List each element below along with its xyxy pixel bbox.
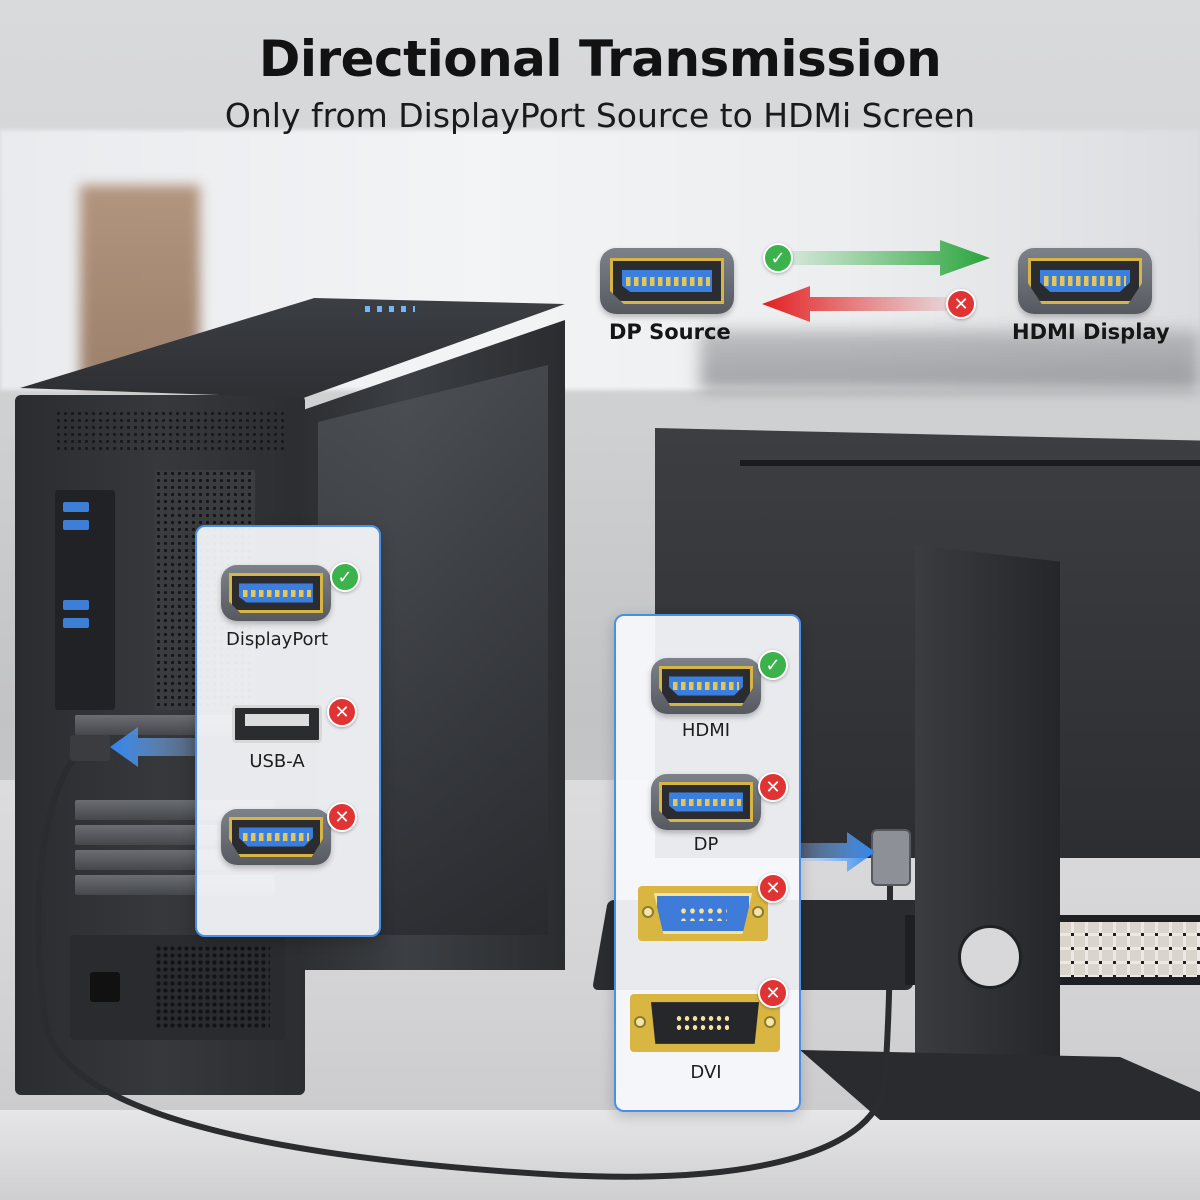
usb-port [63, 520, 89, 530]
pc-tower-leds [365, 306, 415, 312]
desk-edge [0, 1110, 1200, 1200]
usb-port [63, 502, 89, 512]
hdmi-port-icon [651, 658, 761, 714]
power-supply-fan-grid [155, 945, 270, 1030]
plug-arrow-display-icon [800, 832, 875, 872]
usb-a-port-icon [232, 705, 322, 743]
port-label-dp: DP [693, 834, 719, 855]
check-icon: ✓ [763, 243, 793, 273]
reverse-arrow-icon [762, 286, 962, 322]
cross-icon: ✕ [758, 978, 788, 1008]
usb-port [63, 600, 89, 610]
background-shelf [700, 330, 1200, 390]
displayport-port-icon [651, 774, 761, 830]
hdmi-display-connector-icon [1018, 248, 1152, 314]
page-title: Directional Transmission [258, 30, 942, 88]
display-port-panel: ✓ HDMI ✕ DP ✕ ✕ DVI [614, 614, 801, 1112]
dp-source-connector-icon [600, 248, 734, 314]
monitor-vent-slot [740, 460, 1200, 466]
check-icon: ✓ [758, 650, 788, 680]
power-socket [90, 972, 120, 1002]
monitor-stand [915, 545, 1060, 1100]
monitor-stand-cable-hole [958, 925, 1022, 989]
cross-icon: ✕ [758, 772, 788, 802]
displayport-port-icon [221, 565, 331, 621]
port-label-hdmi: HDMI [681, 720, 731, 741]
vga-port-icon [638, 886, 768, 941]
hdmi-display-label: HDMI Display [1012, 320, 1170, 344]
cross-icon: ✕ [327, 802, 357, 832]
pc-tower-top-vent [55, 410, 285, 450]
keyboard-keys [1060, 922, 1200, 977]
pc-io-shield [55, 490, 115, 710]
forward-arrow-icon [770, 240, 990, 276]
cross-icon: ✕ [946, 289, 976, 319]
dvi-port-icon [630, 994, 780, 1052]
usb-port [63, 618, 89, 628]
cross-icon: ✕ [758, 873, 788, 903]
source-port-panel: ✓ DisplayPort ✕ USB-A ✕ [195, 525, 381, 937]
dp-source-label: DP Source [609, 320, 731, 344]
hdmi-port-icon [221, 809, 331, 865]
port-label-usb-a: USB-A [249, 751, 305, 772]
check-icon: ✓ [330, 562, 360, 592]
cross-icon: ✕ [327, 697, 357, 727]
port-label-displayport: DisplayPort [225, 629, 329, 650]
page-subtitle: Only from DisplayPort Source to HDMi Scr… [224, 96, 976, 135]
port-label-dvi: DVI [690, 1062, 722, 1083]
plug-arrow-source-icon [110, 727, 195, 767]
